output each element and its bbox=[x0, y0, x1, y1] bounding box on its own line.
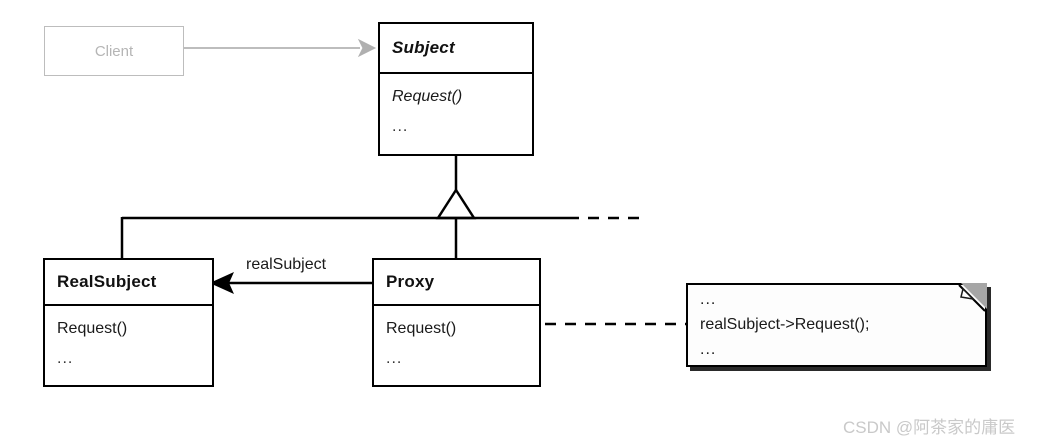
note-line-1: ... bbox=[700, 291, 717, 308]
note-text: ... realSubject->Request(); ... bbox=[700, 287, 981, 362]
subject-name-row: Subject bbox=[380, 24, 532, 74]
class-box-proxy[interactable]: Proxy Request() ... bbox=[372, 258, 541, 387]
realsubject-member-request: Request() bbox=[57, 320, 128, 337]
watermark-label: CSDN @阿茶家的庸医 bbox=[843, 418, 1016, 437]
class-box-subject[interactable]: Subject Request() ... bbox=[378, 22, 534, 156]
proxy-name-row: Proxy bbox=[374, 260, 539, 306]
client-to-subject-arrowhead bbox=[357, 38, 377, 58]
inheritance-triangle bbox=[435, 187, 477, 220]
note-line-3: ... bbox=[700, 341, 717, 358]
realsubject-name-row: RealSubject bbox=[45, 260, 212, 306]
note-line-2: realSubject->Request(); bbox=[700, 316, 870, 333]
note-fold-outline-icon bbox=[958, 284, 986, 312]
class-box-client[interactable]: Client bbox=[44, 26, 184, 76]
association-role-label: realSubject bbox=[246, 256, 327, 273]
subject-member-list: Request() ... bbox=[380, 74, 532, 154]
client-label: Client bbox=[94, 42, 134, 60]
proxy-member-ellipsis: ... bbox=[386, 350, 403, 367]
realsubject-member-list: Request() ... bbox=[45, 306, 212, 385]
realsubject-class-name: RealSubject bbox=[57, 272, 157, 291]
subject-member-request: Request() bbox=[392, 88, 463, 105]
subject-member-ellipsis: ... bbox=[392, 118, 409, 135]
class-box-realsubject[interactable]: RealSubject Request() ... bbox=[43, 258, 214, 387]
proxy-class-name: Proxy bbox=[386, 272, 435, 291]
proxy-member-list: Request() ... bbox=[374, 306, 539, 385]
proxy-to-realsubject-arrowhead bbox=[209, 272, 234, 294]
proxy-member-request: Request() bbox=[386, 320, 457, 337]
note-box[interactable]: ... realSubject->Request(); ... bbox=[686, 283, 987, 367]
note-body bbox=[686, 283, 987, 367]
realsubject-member-ellipsis: ... bbox=[57, 350, 74, 367]
subject-class-name: Subject bbox=[392, 38, 455, 57]
